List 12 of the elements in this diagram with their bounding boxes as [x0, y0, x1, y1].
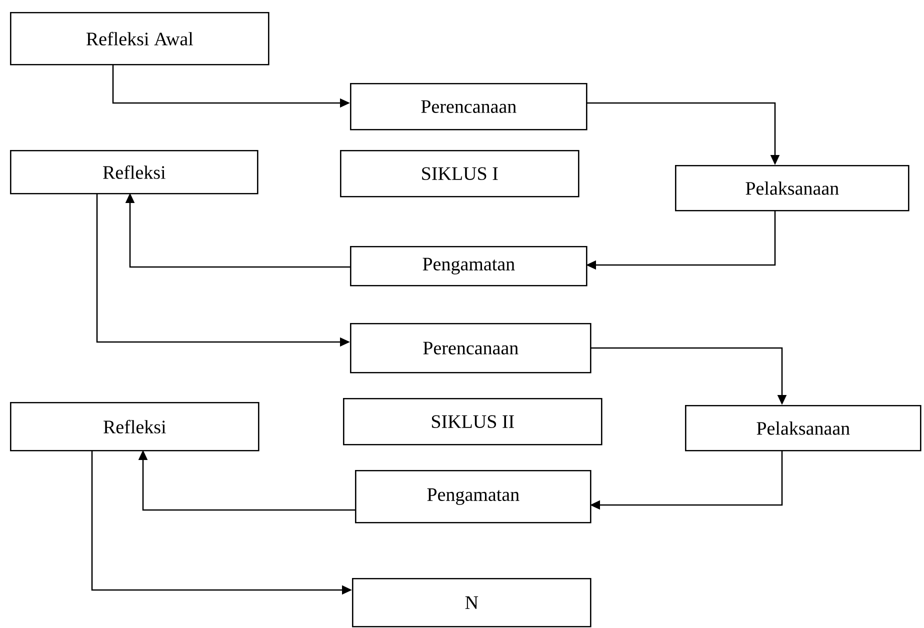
process-box: Perencanaan: [350, 323, 592, 374]
process-box: SIKLUS II: [343, 398, 602, 446]
process-box: Pengamatan: [355, 470, 592, 524]
process-box: Pelaksanaan: [675, 165, 910, 212]
process-box: Refleksi Awal: [10, 12, 270, 66]
process-box: Refleksi: [10, 402, 260, 452]
process-box: SIKLUS I: [340, 150, 580, 198]
process-box: Pelaksanaan: [685, 405, 922, 452]
process-box: Perencanaan: [350, 83, 588, 130]
process-box: Pengamatan: [350, 246, 588, 286]
process-box: Refleksi: [10, 150, 258, 194]
process-box: N: [352, 578, 592, 628]
